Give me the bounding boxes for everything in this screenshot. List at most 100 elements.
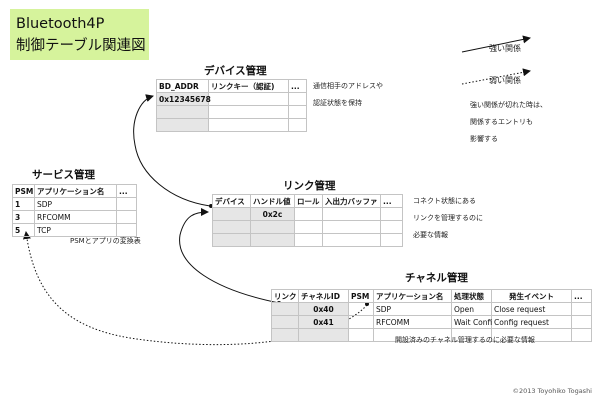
header-cell: ハンドル値 xyxy=(250,194,295,208)
table-cell xyxy=(322,233,381,247)
table-cell xyxy=(212,220,251,234)
link-to-device-arrow xyxy=(133,94,211,207)
table-cell: 1 xyxy=(12,197,35,211)
legend-weak-label: 弱い関係 xyxy=(489,76,521,85)
header-cell: BD_ADDR xyxy=(156,79,209,93)
legend-note-line: 関係するエントリも xyxy=(470,118,533,126)
table-cell xyxy=(571,315,592,329)
table-cell xyxy=(116,197,137,211)
link-table-title: リンク管理 xyxy=(283,180,336,192)
table-cell: 0x12345678 xyxy=(156,92,211,106)
service-table-title: サービス管理 xyxy=(32,169,95,181)
table-cell xyxy=(571,302,592,316)
table-cell xyxy=(571,328,592,342)
table-header-row: リンク チャネルID PSM アプリケーション名 処理状態 発生イベント ... xyxy=(271,289,592,303)
table-row xyxy=(212,220,403,234)
table-cell: TCP xyxy=(34,223,117,237)
table-row xyxy=(156,105,307,119)
table-header-row: BD_ADDR リンクキー（認証) ... xyxy=(156,79,307,93)
table-cell xyxy=(116,223,137,237)
table-cell xyxy=(156,118,209,132)
table-cell xyxy=(208,118,289,132)
table-cell xyxy=(271,315,299,329)
note-line: 認証状態を保持 xyxy=(313,99,362,107)
header-cell: チャネルID xyxy=(298,289,349,303)
header-cell: アプリケーション名 xyxy=(34,184,117,198)
link-table-note: コネクト状態にある リンクを管理するのに 必要な情報 xyxy=(413,193,483,244)
table-cell: Wait Confi xyxy=(451,315,492,329)
header-cell: リンクキー（認証) xyxy=(208,79,289,93)
header-cell: ... xyxy=(571,289,592,303)
table-cell xyxy=(380,220,403,234)
note-line: リンクを管理するのに xyxy=(413,214,483,222)
table-row xyxy=(271,328,592,342)
header-cell: PSM xyxy=(348,289,374,303)
header-cell: 入出力バッファ xyxy=(322,194,381,208)
legend-strong-label: 強い関係 xyxy=(489,44,521,53)
header-cell: 処理状態 xyxy=(451,289,492,303)
note-line: コネクト状態にある xyxy=(413,197,476,205)
table-cell: Open xyxy=(451,302,492,316)
channel-table-title: チャネル管理 xyxy=(405,272,468,284)
table-cell xyxy=(116,210,137,224)
table-cell xyxy=(294,220,323,234)
table-cell xyxy=(380,233,403,247)
device-table: BD_ADDR リンクキー（認証) ... 0x12345678 xyxy=(156,79,307,132)
table-header-row: デバイス ハンドル値 ロール 入出力バッファ ... xyxy=(212,194,403,208)
table-cell: RFCOMM xyxy=(373,315,452,329)
table-cell xyxy=(212,233,251,247)
device-table-title: デバイス管理 xyxy=(204,65,267,77)
title-line-2: 制御テーブル関連図 xyxy=(16,38,146,54)
header-cell: アプリケーション名 xyxy=(373,289,452,303)
table-cell xyxy=(380,207,403,221)
title-line-1: Bluetooth4P xyxy=(16,16,105,32)
device-table-note: 通信相手のアドレスや 認証状態を保持 xyxy=(313,78,383,112)
table-cell xyxy=(288,105,307,119)
diagram-title-box: Bluetooth4P 制御テーブル関連図 xyxy=(10,9,149,60)
table-row: 1 SDP xyxy=(12,197,137,211)
table-cell xyxy=(250,220,295,234)
table-row: 3 RFCOMM xyxy=(12,210,137,224)
header-cell: 発生イベント xyxy=(491,289,572,303)
table-cell: SDP xyxy=(34,197,117,211)
legend-note-line: 強い関係が切れた時は、 xyxy=(470,101,547,109)
link-table: デバイス ハンドル値 ロール 入出力バッファ ... 0x2c xyxy=(212,194,403,247)
table-cell: 5 xyxy=(12,223,35,237)
table-cell: Close request xyxy=(491,302,572,316)
legend-strong-line xyxy=(461,35,531,53)
table-cell xyxy=(294,207,323,221)
table-cell xyxy=(294,233,323,247)
header-cell: ... xyxy=(380,194,403,208)
table-cell xyxy=(322,207,381,221)
table-cell xyxy=(156,105,209,119)
table-row: 0x41 RFCOMM Wait Confi Config request xyxy=(271,315,592,329)
table-cell: 0x40 xyxy=(298,302,349,316)
table-header-row: PSM アプリケーション名 ... xyxy=(12,184,137,198)
table-cell: 3 xyxy=(12,210,35,224)
channel-table: リンク チャネルID PSM アプリケーション名 処理状態 発生イベント ...… xyxy=(271,289,592,342)
note-line: 必要な情報 xyxy=(413,231,448,239)
service-table-note: PSMとアプリの変換表 xyxy=(70,237,141,245)
table-cell xyxy=(348,302,374,316)
header-cell: PSM xyxy=(12,184,35,198)
channel-to-link-arrow xyxy=(179,208,280,304)
table-cell: Config request xyxy=(491,315,572,329)
legend-weak-line xyxy=(461,68,531,85)
table-cell xyxy=(208,92,289,106)
header-cell: ... xyxy=(288,79,307,93)
copyright-text: ©2013 Toyohiko Togashi xyxy=(512,387,592,395)
table-cell: 0x2c xyxy=(250,207,295,221)
table-cell xyxy=(208,105,289,119)
table-cell xyxy=(322,220,381,234)
table-row xyxy=(156,118,307,132)
table-cell xyxy=(288,118,307,132)
table-cell xyxy=(271,302,299,316)
table-row: 5 TCP xyxy=(12,223,137,237)
service-table: PSM アプリケーション名 ... 1 SDP 3 RFCOMM 5 TCP xyxy=(12,184,137,237)
table-cell xyxy=(298,328,349,342)
header-cell: ロール xyxy=(294,194,323,208)
table-row xyxy=(212,233,403,247)
note-line: 通信相手のアドレスや xyxy=(313,82,383,90)
legend-note: 強い関係が切れた時は、 関係するエントリも 影響する xyxy=(470,97,547,148)
legend-note-line: 影響する xyxy=(470,135,498,143)
